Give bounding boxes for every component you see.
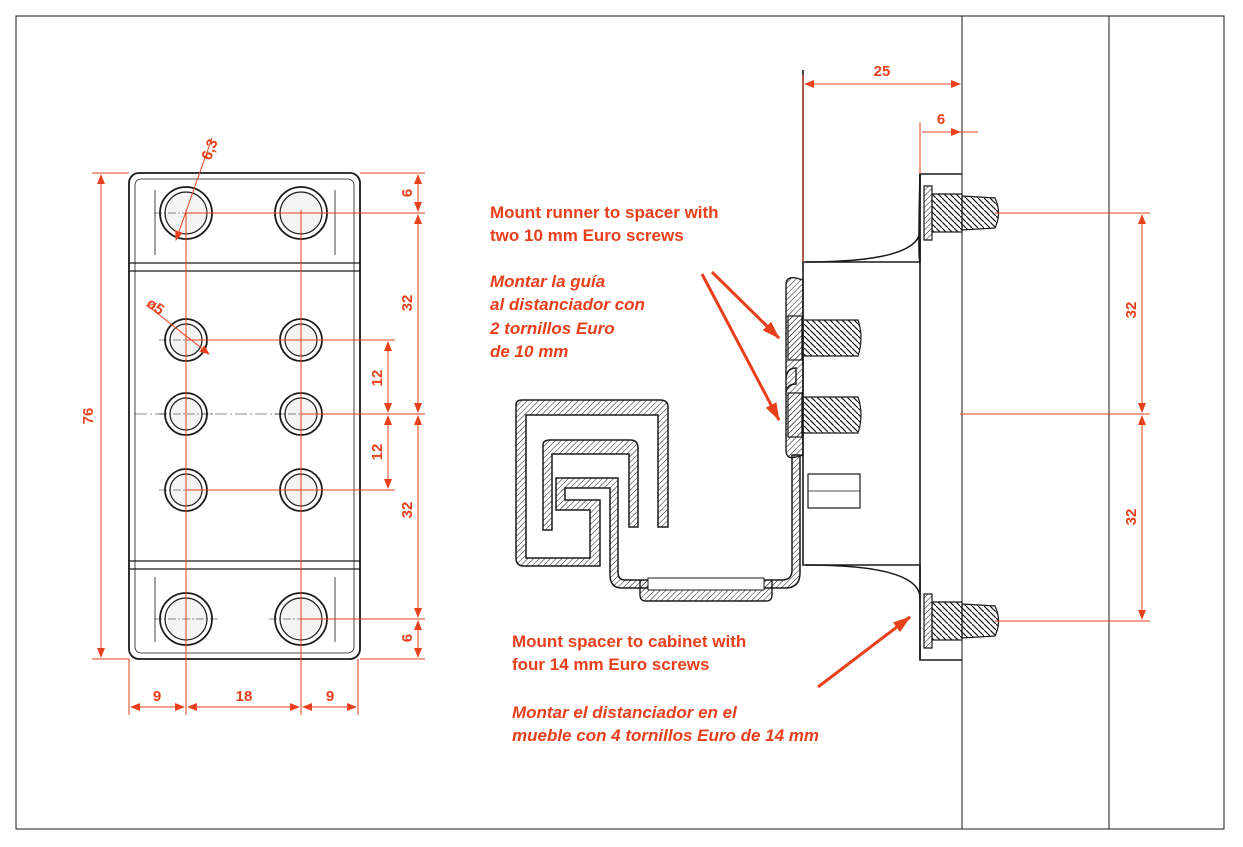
dim-right-mid-top: 12	[369, 370, 386, 387]
dim-hole-small: ø5	[143, 295, 167, 319]
dim-hole-large: 6,3	[198, 137, 221, 162]
dim-right-top: 6	[399, 189, 416, 197]
cabinet-screw-lower	[923, 593, 1000, 649]
dim-right-bottom: 6	[399, 634, 416, 642]
note-runner-es-line3: 2 tornillos Euro	[489, 319, 615, 338]
spacer-side-profile	[802, 70, 962, 661]
dim-right-lower: 32	[399, 502, 416, 519]
note-spacer-es-line2: mueble con 4 tornillos Euro de 14 mm	[512, 726, 819, 745]
note-runner-es-line2: al distanciador con	[490, 295, 645, 314]
dimension-lines	[92, 75, 1150, 715]
dim-top-flange: 6	[937, 111, 945, 128]
dim-height-total: 76	[80, 408, 97, 425]
dim-top-depth: 25	[874, 63, 891, 80]
dim-bottom-left: 9	[153, 688, 161, 705]
note-runner-es-line1: Montar la guía	[490, 272, 605, 291]
note-runner-en-line1: Mount runner to spacer with	[490, 203, 719, 222]
drawing-frame	[15, 15, 1225, 830]
dim-bottom-right: 9	[326, 688, 334, 705]
cabinet-screw-upper	[923, 185, 1000, 241]
note-spacer-en-line1: Mount spacer to cabinet with	[512, 632, 746, 651]
runner-screw-lower	[787, 392, 862, 438]
dim-right-mid-bottom: 12	[369, 444, 386, 461]
note-spacer-en-line2: four 14 mm Euro screws	[512, 655, 709, 674]
dim-cab-lower: 32	[1123, 509, 1140, 526]
runner-screw-upper	[787, 315, 862, 361]
note-runner-en-line2: two 10 mm Euro screws	[490, 226, 684, 245]
dim-cab-upper: 32	[1123, 302, 1140, 319]
dim-right-upper: 32	[399, 295, 416, 312]
dim-bottom-mid: 18	[236, 688, 253, 705]
note-spacer-es-line1: Montar el distanciador en el	[512, 703, 738, 722]
note-runner-es-line4: de 10 mm	[490, 342, 568, 361]
callout-arrows	[700, 270, 911, 689]
plate-holes	[154, 186, 333, 646]
spacer-plate-front-view	[128, 172, 361, 660]
